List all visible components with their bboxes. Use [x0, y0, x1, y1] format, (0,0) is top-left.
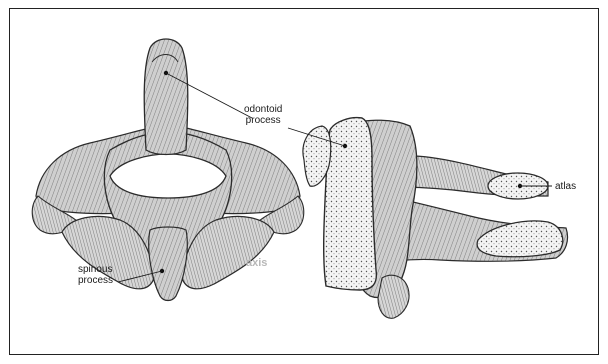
spinous-label-line1: spinous [78, 264, 113, 275]
axis-label: axis [246, 257, 267, 269]
odontoid-label-line1: odontoid [244, 104, 282, 115]
odontoid-label-line2: process [244, 115, 282, 126]
sectioned-dens-and-body [324, 118, 377, 290]
odontoid-process-dens [144, 39, 188, 155]
spinous-process-label: spinous process [78, 264, 113, 286]
axis-lateral-section-view [303, 118, 568, 319]
inferior-articular-process [378, 275, 409, 318]
spinous-process [149, 227, 188, 301]
spinous-label-line2: process [78, 275, 113, 286]
odontoid-process-label: odontoid process [244, 104, 282, 126]
atlas-label: atlas [555, 181, 576, 192]
